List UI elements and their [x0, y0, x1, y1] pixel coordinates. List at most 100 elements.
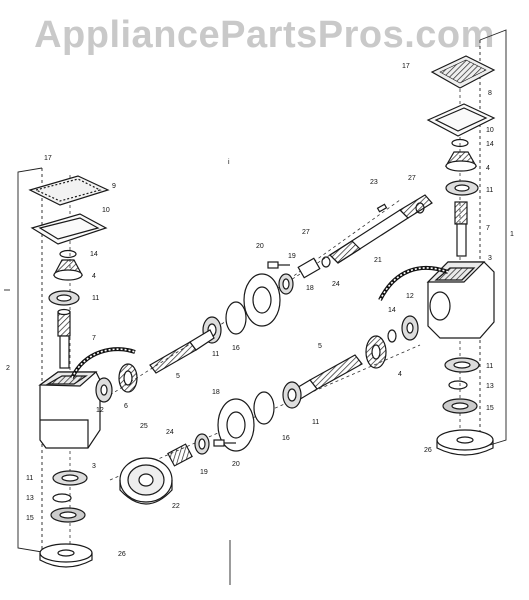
callout-11-right-top: 11	[486, 187, 493, 194]
callout-8: 8	[488, 90, 492, 97]
pinion-shaft-left	[57, 308, 71, 369]
gasket-left	[30, 213, 108, 245]
callout-20-lower: 20	[232, 461, 240, 468]
callout-5-upper: 5	[176, 373, 180, 380]
cover-plate-right	[430, 55, 496, 89]
callout-21: 21	[374, 257, 382, 264]
cover-plate-left	[28, 175, 110, 206]
seal-right-15	[442, 398, 478, 414]
mounting-flange-right	[436, 429, 494, 456]
callout-14-center: 14	[388, 307, 396, 314]
left-gearbox-assembly	[28, 175, 136, 568]
callout-25: 25	[140, 423, 148, 430]
gasket-right	[426, 103, 496, 137]
callout-12-left: 12	[96, 407, 104, 414]
callout-27-right: 27	[408, 175, 416, 182]
callout-15-left: 15	[26, 515, 34, 522]
seal-ring-right-bottom	[448, 380, 468, 390]
callout-18-upper: 18	[306, 285, 314, 292]
callout-10-right: 10	[486, 127, 494, 134]
spacer-upper	[297, 257, 321, 279]
callout-11-right-bottom: 11	[486, 363, 493, 370]
callout-14-right: 14	[486, 141, 494, 148]
callout-13-right: 13	[486, 383, 494, 390]
callout-labels: 17 9 10 14 4 11 7 2 12 6 3 11 13 15 26 1…	[6, 63, 514, 558]
key-23	[376, 203, 388, 213]
gearbox-housing-left	[38, 371, 101, 449]
callout-11-lower: 11	[312, 419, 319, 426]
bearing-right-bottom	[444, 357, 480, 373]
callout-2: 2	[6, 365, 10, 372]
callout-6-left: 6	[124, 403, 128, 410]
bolt-upper-20	[267, 261, 290, 269]
mounting-flange-left	[39, 543, 93, 568]
seal-ring-left-top	[59, 249, 77, 259]
callout-26-right: 26	[424, 447, 432, 454]
bearing-12-right	[401, 315, 419, 341]
upper-drive-shaft	[329, 194, 433, 264]
pinion-shaft-right	[454, 201, 468, 257]
callout-16-upper: 16	[232, 345, 240, 352]
bearing-12-left	[95, 377, 113, 403]
bearing-lower-19	[194, 433, 210, 455]
bearing-right-top	[445, 180, 479, 196]
callout-1: 1	[510, 231, 514, 238]
callout-22: 22	[172, 503, 180, 510]
right-gearbox-assembly	[378, 55, 496, 456]
watermark-text: AppliancePartsPros.com	[34, 14, 495, 56]
callout-11-upper: 11	[212, 351, 219, 358]
callout-i-mark: i	[228, 159, 230, 166]
callout-14-left: 14	[90, 251, 98, 258]
callout-23: 23	[370, 179, 378, 186]
bearing-lower-11	[282, 381, 302, 409]
callout-4-right: 4	[486, 165, 490, 172]
bearing-left-top	[48, 290, 80, 306]
seal-left-15	[50, 507, 86, 523]
clip-27-a	[415, 202, 425, 214]
bolt-lower-20	[213, 439, 236, 447]
callout-15-right: 15	[486, 405, 494, 412]
bevel-gear-left	[53, 259, 83, 281]
plate-lower-16	[253, 391, 275, 425]
shaft-upper-5	[149, 329, 215, 374]
spacer-lower	[167, 443, 193, 467]
callout-7-right: 7	[486, 225, 490, 232]
bevel-gear-right	[444, 151, 478, 172]
hub-lower-18	[217, 398, 255, 452]
callout-27-left: 27	[302, 229, 310, 236]
bevel-gear-center	[365, 335, 387, 369]
callout-17-left: 17	[44, 155, 52, 162]
callout-10-left: 10	[102, 207, 110, 214]
callout-4-center: 4	[398, 371, 402, 378]
callout-9: 9	[112, 183, 116, 190]
callout-16-lower: 16	[282, 435, 290, 442]
pulley-22	[119, 457, 173, 505]
callout-11-left-top: 11	[92, 295, 99, 302]
gearbox-housing-right	[426, 261, 495, 339]
callout-12-right: 12	[406, 293, 414, 300]
callout-7-left: 7	[92, 335, 96, 342]
callout-13-left: 13	[26, 495, 34, 502]
callout-5-lower: 5	[318, 343, 322, 350]
callout-19-upper: 19	[288, 253, 296, 260]
seal-ring-right-top	[451, 138, 469, 148]
plate-upper-16	[225, 301, 247, 335]
callout-26-left: 26	[118, 551, 126, 558]
seal-ring-left-bottom	[52, 493, 72, 503]
callout-3-left: 3	[92, 463, 96, 470]
gear-6-left	[118, 363, 138, 393]
callout-4-left: 4	[92, 273, 96, 280]
callout-18-lower: 18	[212, 389, 220, 396]
callout-11-left-bottom: 11	[26, 475, 33, 482]
center-shaft-components	[95, 194, 433, 505]
callout-3-right: 3	[488, 255, 492, 262]
bearing-left-bottom	[52, 470, 88, 486]
callout-24-upper: 24	[332, 281, 340, 288]
callout-19-lower: 19	[200, 469, 208, 476]
hub-upper-18	[243, 273, 281, 327]
clip-27-b	[321, 256, 331, 268]
seal-14-center	[387, 329, 397, 343]
callout-20-upper: 20	[256, 243, 264, 250]
callout-24-lower: 24	[166, 429, 174, 436]
